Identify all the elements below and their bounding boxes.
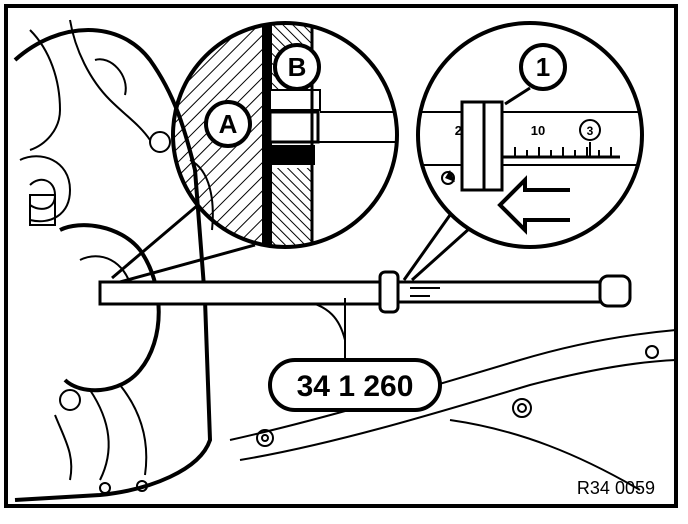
- tool-number-badge: 34 1 260: [268, 358, 442, 412]
- figure-border: [4, 4, 678, 508]
- callout-3-label: 3: [587, 124, 594, 138]
- callout-3-circle: [579, 119, 601, 141]
- scale-number-right: 10: [531, 123, 545, 138]
- scale-ticks: [514, 147, 612, 157]
- tool-number-label: 34 1 260: [297, 370, 414, 403]
- rod-end-cap: [598, 274, 632, 308]
- callout-a-circle: [204, 100, 252, 148]
- callout-1-circle: [519, 43, 567, 91]
- callout-a-label: A: [219, 109, 238, 139]
- callout-b-label: B: [288, 52, 307, 82]
- scale-number-left: 2: [455, 123, 462, 138]
- callout-1-label: 1: [536, 52, 550, 82]
- callout-b-circle: [273, 43, 321, 91]
- detail-circle-scale: 2 10 3 1: [402, 21, 644, 282]
- arrow-left-icon: [497, 175, 570, 235]
- measuring-rod: [98, 270, 632, 365]
- figure-code: R34 0059: [577, 478, 655, 498]
- sliding-collar: [378, 270, 400, 314]
